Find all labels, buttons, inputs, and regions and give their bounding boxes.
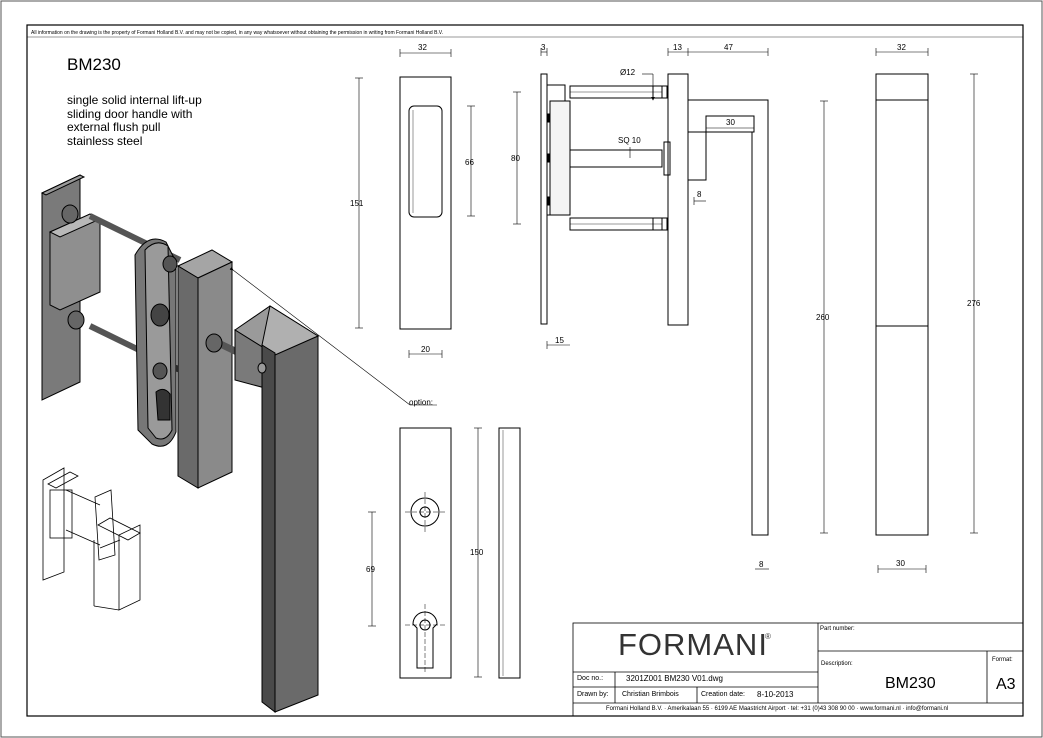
doc-value: 3201Z001 BM230 V01.dwg: [626, 674, 723, 683]
dim-right-bottom: 30: [896, 559, 905, 568]
dim-rose: 13: [673, 43, 682, 52]
line-isometric: [42, 467, 141, 611]
isometric-view: [40, 174, 437, 714]
formani-logo: FORMANI: [618, 627, 768, 662]
dim-option-height: 150: [470, 548, 484, 557]
inner-border: [26, 24, 1024, 717]
dim-right-height: 276: [967, 299, 981, 308]
dim-front-height: 151: [350, 199, 364, 208]
dim-recess-height: 66: [465, 158, 474, 167]
dim-lever-thick: 8: [697, 190, 702, 199]
product-title: BM230: [67, 55, 121, 74]
right-view: [875, 48, 978, 573]
drawn-value: Christian Brimbois: [622, 691, 679, 698]
format-value: A3: [996, 676, 1016, 693]
part-number-label: Part number:: [820, 626, 855, 632]
description-line: sliding door handle with: [67, 106, 193, 121]
dim-front-width: 32: [418, 43, 427, 52]
description-line: external flush pull: [67, 120, 161, 134]
product-description: single solid internal lift-up sliding do…: [67, 93, 237, 148]
description-line: stainless steel: [67, 133, 143, 148]
created-value: 8-10-2013: [757, 690, 794, 699]
dim-spindle-sq: SQ 10: [618, 136, 641, 145]
dim-side-plate: 3: [541, 43, 546, 52]
description-label: Description:: [821, 661, 853, 667]
format-label: Format:: [992, 657, 1013, 663]
copyright-notice: All information on the drawing is the pr…: [31, 30, 444, 36]
dim-lever-proj: 47: [724, 43, 733, 52]
side-view: [513, 48, 828, 570]
dim-right-width: 32: [897, 43, 906, 52]
dim-lever-bottom: 8: [759, 560, 764, 569]
option-plate: [368, 427, 521, 679]
front-view: [355, 49, 475, 358]
company-footer: Formani Holland B.V. · Amerikalaan 55 · …: [606, 706, 949, 712]
dim-lever-len: 260: [816, 313, 830, 322]
dim-option-hole: 69: [366, 565, 375, 574]
option-label: option:: [409, 398, 434, 407]
title-block-lines: [572, 622, 1024, 717]
drawn-label: Drawn by:: [577, 691, 609, 698]
description-value: BM230: [885, 675, 936, 692]
description-line: single solid internal lift-up: [67, 93, 202, 107]
dim-lever-inner: 30: [726, 118, 735, 127]
registered-mark: ®: [765, 632, 771, 641]
dim-spindle-span: 80: [511, 154, 520, 163]
dim-bottom-width: 20: [421, 345, 430, 354]
created-label: Creation date:: [701, 691, 745, 698]
dim-screw-dia: Ø12: [620, 68, 636, 77]
doc-label: Doc no.:: [577, 675, 604, 682]
dim-base-depth: 15: [555, 336, 564, 345]
